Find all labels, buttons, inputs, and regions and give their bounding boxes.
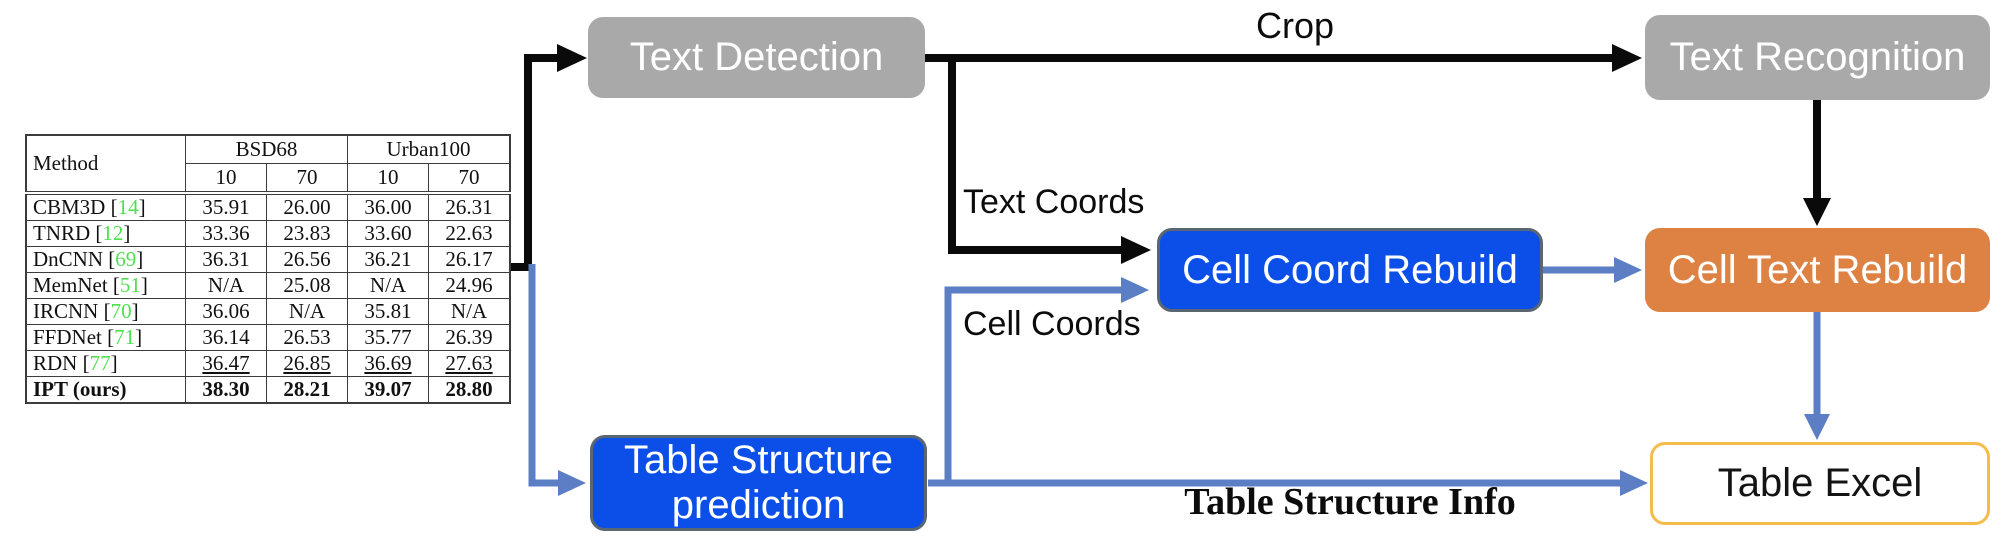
value-cell: 39.07	[347, 376, 429, 404]
arrow-input-to-structure-prediction	[528, 264, 560, 487]
value-cell: N/A	[185, 272, 267, 299]
value-cell: 36.14	[185, 324, 267, 351]
value-cell: 35.81	[347, 298, 429, 325]
citation-number: 71	[114, 325, 136, 349]
value-cell: 27.63	[428, 350, 511, 377]
table-subheader-row: 10 70 10 70	[26, 163, 511, 195]
column-header-method: Method	[25, 134, 186, 195]
node-label: Cell Text Rebuild	[1667, 247, 1968, 292]
node-label: Cell Coord Rebuild	[1182, 247, 1518, 292]
value-cell: 24.96	[428, 272, 511, 299]
column-header-urban100: Urban100	[347, 134, 511, 164]
value-cell: 35.91	[185, 192, 267, 221]
value-cell: 26.31	[428, 192, 511, 221]
value-cell: 33.60	[347, 220, 429, 247]
citation-number: 69	[115, 247, 137, 271]
table-row: DnCNN [69] 36.31 26.56 36.21 26.17	[25, 246, 511, 273]
table-row: IPT (ours) 38.30 28.21 39.07 28.80	[25, 376, 511, 404]
edge-label-table-structure-info: Table Structure Info	[1184, 481, 1516, 523]
node-label: Table Excel	[1717, 461, 1923, 506]
table-row: IRCNN [70] 36.06 N/A 35.81 N/A	[25, 298, 511, 325]
value-cell: 26.17	[428, 246, 511, 273]
table-row: TNRD [12] 33.36 23.83 33.60 22.63	[25, 220, 511, 247]
node-text-recognition[interactable]: Text Recognition	[1645, 15, 1990, 100]
arrowhead	[1620, 470, 1648, 496]
value-cell: 28.21	[266, 376, 348, 404]
column-subheader: 70	[428, 163, 511, 195]
arrowhead	[1121, 236, 1151, 264]
value-cell: 28.80	[428, 376, 511, 404]
node-table-structure-prediction[interactable]: Table Structure prediction	[590, 435, 927, 531]
arrowhead	[558, 470, 586, 496]
node-cell-text-rebuild[interactable]: Cell Text Rebuild	[1645, 228, 1990, 312]
value-cell: 36.00	[347, 192, 429, 221]
arrowhead	[557, 44, 587, 72]
value-cell: 25.08	[266, 272, 348, 299]
value-cell: N/A	[428, 298, 511, 325]
method-cell: DnCNN [69]	[25, 246, 186, 273]
node-label: Table Structure prediction	[623, 438, 894, 527]
method-cell: CBM3D [14]	[25, 192, 186, 221]
method-cell: FFDNet [71]	[25, 324, 186, 351]
arrowhead	[1614, 257, 1642, 283]
edge-label-cell-coords: Cell Coords	[963, 305, 1141, 343]
value-cell: 26.56	[266, 246, 348, 273]
table-row: FFDNet [71] 36.14 26.53 35.77 26.39	[25, 324, 511, 351]
table-row: MemNet [51] N/A 25.08 N/A 24.96	[25, 272, 511, 299]
value-cell: N/A	[266, 298, 348, 325]
value-cell: 26.53	[266, 324, 348, 351]
node-label: Text Recognition	[1669, 35, 1966, 80]
method-cell: RDN [77]	[25, 350, 186, 377]
table-row: RDN [77] 36.47 26.85 36.69 27.63	[25, 350, 511, 377]
value-cell: 26.00	[266, 192, 348, 221]
citation-number: 70	[110, 299, 132, 323]
value-cell: 36.06	[185, 298, 267, 325]
value-cell: 36.31	[185, 246, 267, 273]
column-subheader: 10	[347, 163, 429, 195]
arrow-text-coords	[948, 58, 1121, 254]
value-cell: 36.47	[185, 350, 267, 377]
value-cell: 38.30	[185, 376, 267, 404]
citation-number: 51	[119, 273, 141, 297]
edge-label-text-coords: Text Coords	[963, 183, 1145, 221]
column-subheader: 70	[266, 163, 348, 195]
node-label: Text Detection	[629, 35, 884, 80]
method-cell: MemNet [51]	[25, 272, 186, 299]
column-header-bsd68: BSD68	[185, 134, 348, 164]
column-subheader: 10	[185, 163, 267, 195]
table-row: CBM3D [14] 35.91 26.00 36.00 26.31	[25, 192, 511, 221]
table-header-row: Method BSD68 Urban100	[25, 134, 511, 195]
value-cell: 23.83	[266, 220, 348, 247]
value-cell: 26.85	[266, 350, 348, 377]
arrow-cell-coords	[944, 286, 1121, 481]
method-cell: IRCNN [70]	[25, 298, 186, 325]
arrowhead	[1803, 198, 1831, 226]
arrowhead	[1121, 277, 1149, 303]
value-cell: 36.69	[347, 350, 429, 377]
value-cell: N/A	[347, 272, 429, 299]
method-cell: TNRD [12]	[25, 220, 186, 247]
citation-number: 12	[102, 221, 124, 245]
arrowhead	[1612, 44, 1642, 72]
arrowhead	[1804, 414, 1830, 440]
node-cell-coord-rebuild[interactable]: Cell Coord Rebuild	[1157, 228, 1543, 312]
citation-number: 77	[89, 351, 111, 375]
value-cell: 22.63	[428, 220, 511, 247]
node-text-detection[interactable]: Text Detection	[588, 17, 925, 98]
value-cell: 26.39	[428, 324, 511, 351]
method-cell: IPT (ours)	[25, 376, 186, 404]
input-results-table: Method BSD68 Urban100 10 70 10 70 CBM3D …	[25, 134, 511, 404]
edge-label-crop: Crop	[1255, 5, 1335, 46]
citation-number: 14	[117, 195, 139, 219]
value-cell: 35.77	[347, 324, 429, 351]
value-cell: 36.21	[347, 246, 429, 273]
value-cell: 33.36	[185, 220, 267, 247]
node-table-excel[interactable]: Table Excel	[1650, 442, 1990, 525]
